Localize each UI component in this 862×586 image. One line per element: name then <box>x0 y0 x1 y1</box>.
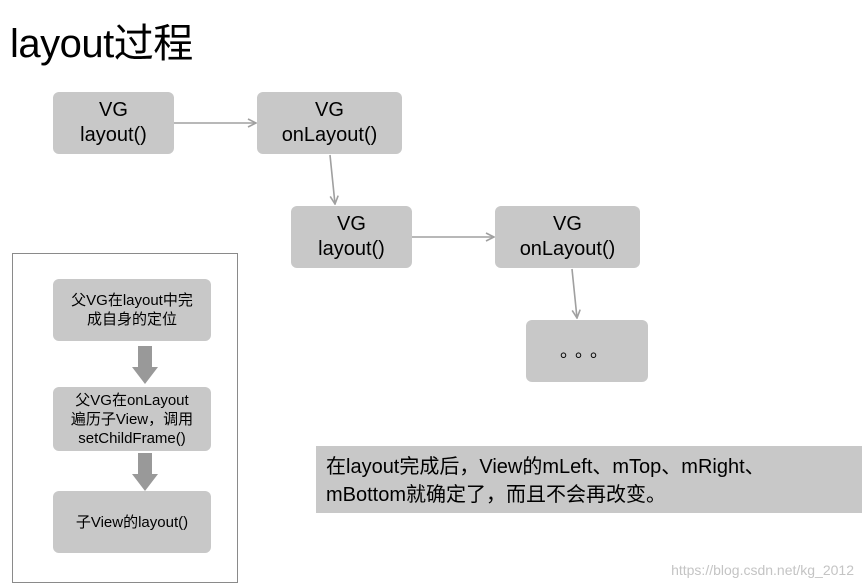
step-text-line: 子View的layout() <box>75 513 189 531</box>
flow-node-vg-onlayout-2: VG onLayout() <box>495 206 640 268</box>
down-arrow-icon <box>132 453 158 491</box>
node-label: VG <box>99 99 128 121</box>
flow-node-ellipsis: 。。。 <box>526 320 648 382</box>
step-text-line: 成自身的定位 <box>86 311 177 328</box>
node-method: layout() <box>318 238 385 260</box>
watermark: https://blog.csdn.net/kg_2012 <box>671 562 854 578</box>
note-line: 在layout完成后，View的mLeft、mTop、mRight、 <box>326 456 765 478</box>
node-label: VG <box>553 213 582 235</box>
step-text-line: setChildFrame() <box>78 429 186 447</box>
flow-node-vg-layout-2: VG layout() <box>291 206 412 268</box>
panel-step-iterate-children: 父VG在onLayout 遍历子View，调用 setChildFrame() <box>53 387 211 451</box>
step-text-line: 父VG在layout中完 <box>71 292 193 309</box>
node-method: layout() <box>80 124 147 146</box>
page-title: layout过程 <box>10 22 193 66</box>
panel-step-parent-positioning: 父VG在layout中完 成自身的定位 <box>53 279 211 341</box>
panel-step-child-layout: 子View的layout() <box>53 491 211 553</box>
flow-node-vg-layout-1: VG layout() <box>53 92 174 154</box>
process-panel: 父VG在layout中完 成自身的定位 父VG在onLayout 遍历子View… <box>12 253 238 583</box>
node-label: VG <box>315 99 344 121</box>
arrow-node2-to-node3 <box>329 154 335 204</box>
node-method: onLayout() <box>519 238 616 260</box>
node-method: onLayout() <box>281 124 378 146</box>
ellipsis-text: 。。。 <box>560 340 614 361</box>
node-label: VG <box>337 213 366 235</box>
step-text-line: 父VG在onLayout <box>75 391 189 409</box>
flow-node-vg-onlayout-1: VG onLayout() <box>257 92 402 154</box>
down-arrow-icon <box>132 346 158 384</box>
arrow-node4-to-node5 <box>571 268 577 318</box>
summary-note: 在layout完成后，View的mLeft、mTop、mRight、 mBott… <box>316 446 862 513</box>
note-line: mBottom就确定了，而且不会再改变。 <box>326 484 667 506</box>
step-text-line: 遍历子View，调用 <box>70 410 194 428</box>
